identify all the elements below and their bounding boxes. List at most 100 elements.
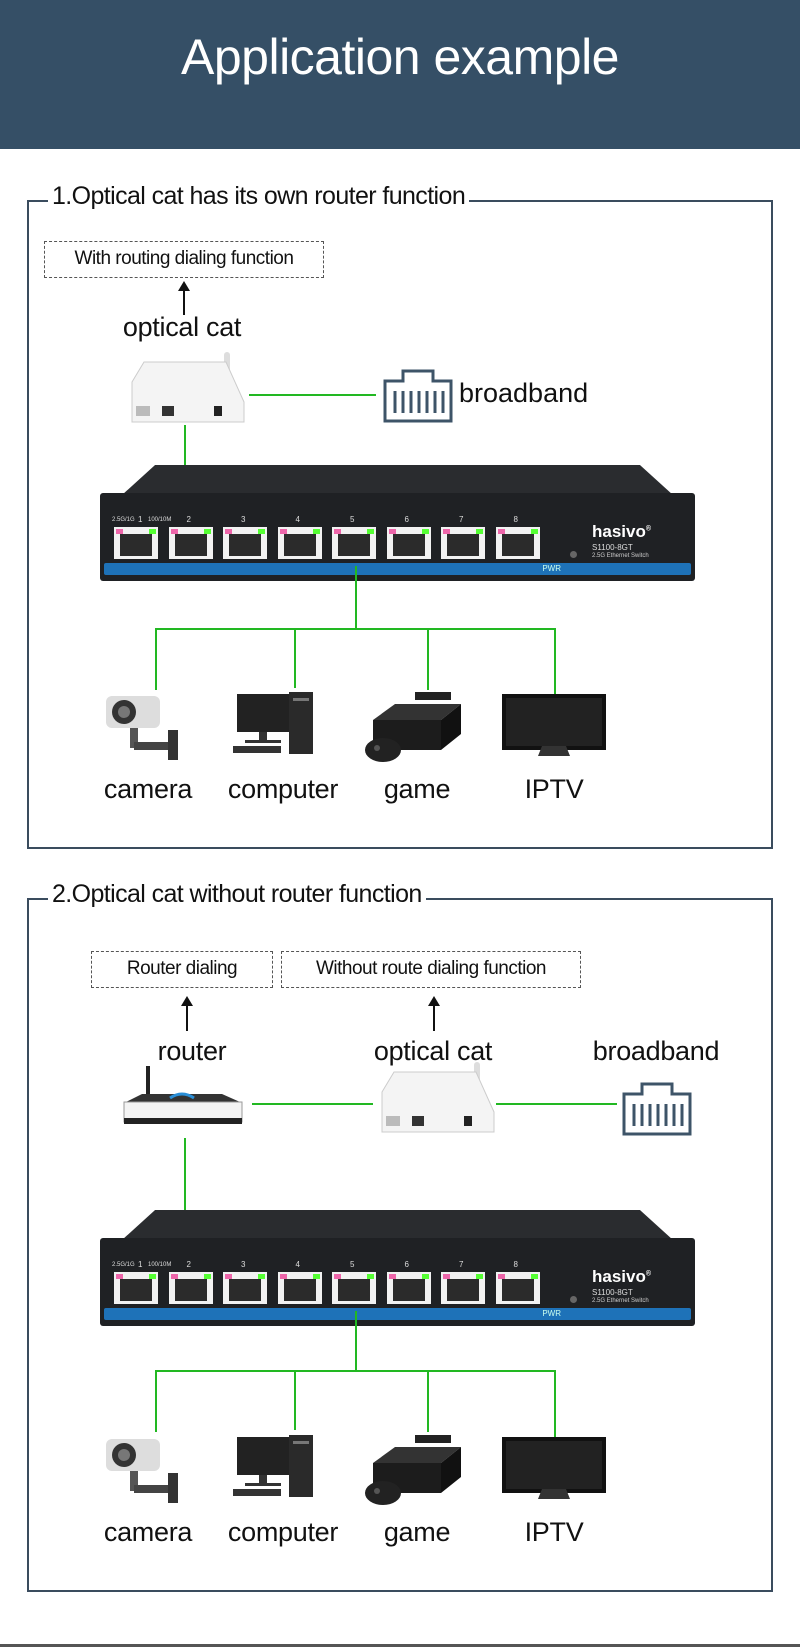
optical-cat-label: optical cat xyxy=(122,312,242,342)
port-number: 5 xyxy=(350,1260,355,1269)
port-number: 4 xyxy=(295,1260,300,1269)
computer-image xyxy=(233,1433,323,1512)
ethernet-port xyxy=(277,1272,322,1304)
link-line xyxy=(355,1311,357,1371)
ethernet-port xyxy=(332,527,376,559)
ethernet-port xyxy=(223,527,267,559)
device-label-camera: camera xyxy=(103,774,193,804)
camera-image xyxy=(104,690,184,771)
ethernet-port xyxy=(168,527,213,559)
link-line xyxy=(155,628,157,690)
optical-cat-device xyxy=(126,352,248,433)
arrow-up-icon xyxy=(181,996,193,1031)
ethernet-port xyxy=(168,1272,213,1304)
optical-cat-device xyxy=(376,1062,498,1143)
bottom-divider xyxy=(0,1644,800,1647)
tv-image xyxy=(502,1437,606,1508)
port-speed-label: 100/10M xyxy=(148,1262,172,1268)
device-label-computer: computer xyxy=(227,1517,339,1547)
device-label-camera: camera xyxy=(103,1517,193,1547)
switch-model: S1100-8GT xyxy=(592,543,633,552)
port-number: 5 xyxy=(350,515,355,524)
broadband-port-icon xyxy=(383,367,453,428)
switch-description: 2.5G Ethernet Switch xyxy=(592,553,649,559)
ethernet-port xyxy=(277,527,322,559)
port-number: 6 xyxy=(404,1260,409,1269)
switch-status-bar: PWR xyxy=(104,563,691,575)
router-label: router xyxy=(157,1036,227,1066)
ethernet-port xyxy=(495,527,540,559)
device-label-game: game xyxy=(383,774,451,804)
page-title: Application example xyxy=(181,29,620,85)
switch-brand: hasivo® xyxy=(592,1267,652,1286)
switch-brand: hasivo® xyxy=(592,522,652,541)
ethernet-port xyxy=(114,527,158,559)
game-console-image xyxy=(365,690,465,771)
ethernet-port xyxy=(441,1272,485,1304)
ethernet-port xyxy=(441,527,485,559)
link-line xyxy=(155,1370,157,1432)
ethernet-port xyxy=(223,1272,267,1304)
link-line xyxy=(427,1370,429,1432)
switch-model: S1100-8GT xyxy=(592,1288,633,1297)
port-number: 8 xyxy=(513,515,518,524)
broadband-label: broadband xyxy=(459,378,589,408)
link-line xyxy=(155,628,556,630)
section2-note-router: Router dialing xyxy=(91,951,273,988)
router-device xyxy=(118,1066,246,1141)
optical-cat-label: optical cat xyxy=(373,1036,493,1066)
ethernet-port xyxy=(114,1272,158,1304)
computer-image xyxy=(233,690,323,769)
port-number: 3 xyxy=(241,1260,246,1269)
link-line xyxy=(294,628,296,688)
switch-top xyxy=(122,465,673,495)
device-label-iptv: IPTV xyxy=(524,774,584,804)
section2-note-cat: Without route dialing function xyxy=(281,951,581,988)
device-label-computer: computer xyxy=(227,774,339,804)
camera-image xyxy=(104,1433,184,1514)
port-speed-label: 2.5G/1G xyxy=(112,517,135,523)
port-number: 3 xyxy=(241,515,246,524)
link-line xyxy=(496,1103,617,1105)
section2-title: 2.Optical cat without router function xyxy=(48,880,426,909)
link-line xyxy=(155,1370,556,1372)
ethernet-port xyxy=(495,1272,540,1304)
ethernet-port xyxy=(386,527,431,559)
port-number: 6 xyxy=(404,515,409,524)
link-line xyxy=(554,1370,556,1438)
link-line xyxy=(294,1370,296,1430)
game-console-image xyxy=(365,1433,465,1514)
tv-image xyxy=(502,694,606,765)
link-line xyxy=(249,394,376,396)
power-led xyxy=(570,551,577,558)
ethernet-port xyxy=(386,1272,431,1304)
header-banner xyxy=(0,0,800,149)
port-number: 1 xyxy=(138,515,143,524)
link-line xyxy=(355,566,357,629)
port-number: 2 xyxy=(186,515,191,524)
broadband-label: broadband xyxy=(592,1036,720,1066)
port-number: 4 xyxy=(295,515,300,524)
port-number: 7 xyxy=(459,515,464,524)
port-number: 8 xyxy=(513,1260,518,1269)
power-led xyxy=(570,1296,577,1303)
arrow-up-icon xyxy=(428,996,440,1031)
switch-description: 2.5G Ethernet Switch xyxy=(592,1298,649,1304)
power-label: PWR xyxy=(542,564,561,573)
link-line xyxy=(184,1138,186,1260)
device-label-iptv: IPTV xyxy=(524,1517,584,1547)
switch-top xyxy=(122,1210,673,1240)
link-line xyxy=(554,628,556,696)
ethernet-port xyxy=(332,1272,376,1304)
switch-status-bar: PWR xyxy=(104,1308,691,1320)
arrow-up-icon xyxy=(178,281,190,315)
broadband-port-icon xyxy=(622,1080,692,1141)
port-number: 7 xyxy=(459,1260,464,1269)
section1-note: With routing dialing function xyxy=(44,241,324,278)
link-line xyxy=(427,628,429,690)
power-label: PWR xyxy=(542,1309,561,1318)
